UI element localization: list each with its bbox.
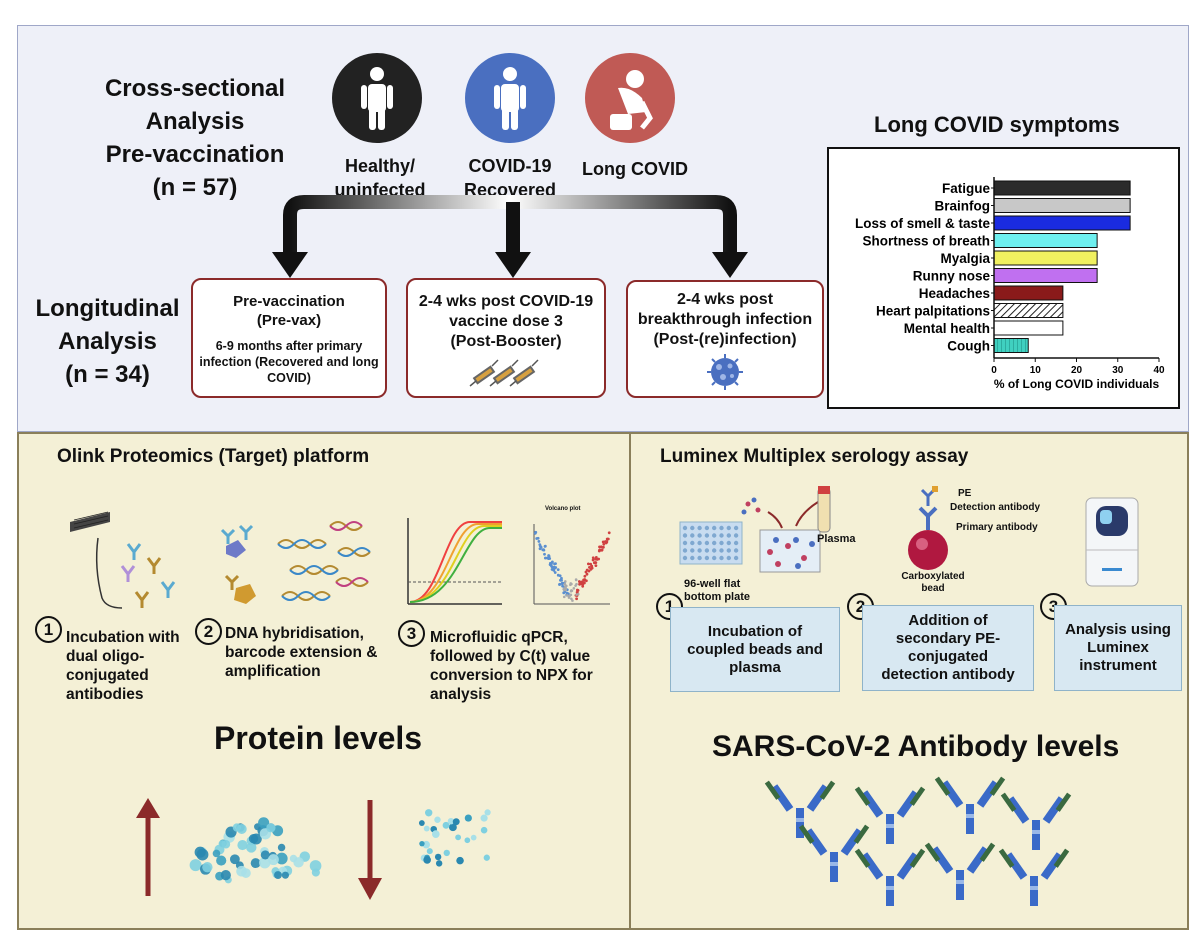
timepoint-post-reinfection: 2-4 wks post breakthrough infection (Pos… [626,280,824,398]
bar-9 [993,338,1029,353]
primary-antibody-label: Primary antibody [956,522,1038,533]
antibody-icon [854,848,926,906]
bar-6 [993,285,1064,301]
x-tick-1: 10 [1030,365,1042,376]
volcano-plot-icon [533,524,611,605]
antibody-icon [1000,792,1072,850]
timepoint-post-booster: 2-4 wks post COVID-19 vaccine dose 3 (Po… [406,278,606,398]
bead-antibody-icon [908,486,948,570]
category-label-7: Heart palpitations [876,304,990,319]
bar-1 [993,198,1131,213]
antibody-levels-title: SARS-CoV-2 Antibody levels [712,730,1120,763]
antibody-icon [934,776,1006,834]
pe-label: PE [958,488,972,499]
detection-antibody-label: Detection antibody [950,502,1041,513]
olink-panel [17,432,631,930]
antibody-icons [764,776,1072,906]
bar-2 [993,215,1131,231]
olink-step-2-text: DNA hybridisation,barcode extension & am… [225,625,378,680]
luminex-step-1-number: 1 [656,593,683,620]
olink-title: Olink Proteomics (Target) platform [57,446,370,467]
well-plate-icon [679,521,743,565]
antibody-icon [854,786,926,844]
olink-step-3-text: Microfluidic qPCR,followed by C(t) value… [430,629,593,703]
cross-sectional-label: Cross-sectional Analysis Pre-vaccination… [104,75,286,201]
bead-tube-icon [741,486,831,573]
long-covid-person-icon [585,53,675,143]
category-label-1: Brainfog [935,199,991,214]
x-tick-4: 40 [1153,365,1165,376]
plasma-label: Plasma [817,533,856,545]
bar-7 [993,303,1064,318]
syringe-icon [469,359,539,387]
luminex-title: Luminex Multiplex serology assay [660,446,969,467]
bar-8 [993,320,1064,336]
healthy-person-icon [332,53,422,143]
protein-level-graphic [136,798,491,900]
group-label-long-covid: Long COVID [582,159,688,179]
qpcr-curves-icon [407,518,502,605]
volcano-title: Volcano plot [545,506,581,512]
antibody-icon [924,842,996,900]
olink-step-2-number: 2 [195,618,222,645]
bar-4 [993,250,1098,266]
virus-icon [707,354,743,390]
down-arrow-icon [358,800,382,900]
symptoms-title: Long COVID symptoms [874,112,1120,137]
category-label-9: Cough [947,339,990,354]
recovered-person-icon [465,53,555,143]
x-tick-0: 0 [991,365,997,376]
category-label-0: Fatigue [942,181,990,196]
group-icons [332,53,675,143]
bar-0 [993,180,1131,196]
category-label-3: Shortness of breath [862,234,990,249]
antibody-icon [764,780,836,838]
low-protein-dots [418,809,491,867]
luminex-illustrations [679,486,1139,587]
category-label-5: Runny nose [913,269,991,284]
high-protein-dots [189,817,322,884]
olink-illustrations [70,511,611,609]
timepoint-pre-vax: Pre-vaccination (Pre-vax) 6-9 months aft… [191,278,387,398]
category-label-4: Myalgia [940,251,990,266]
category-label-6: Headaches [919,286,990,301]
plate-antibodies-icon [70,511,176,609]
bar-3 [993,233,1098,248]
up-arrow-icon [136,798,160,896]
flow-arrows [272,195,748,278]
luminex-instrument-icon [1085,497,1139,587]
x-axis-label: % of Long COVID individuals [994,377,1160,391]
category-label-8: Mental health [904,321,990,336]
category-label-2: Loss of smell & taste [855,216,991,231]
bar-5 [993,268,1098,283]
dna-barcode-icon [220,521,371,604]
protein-levels-title: Protein levels [214,720,423,756]
antibody-icon [998,848,1070,906]
x-tick-2: 20 [1071,365,1083,376]
olink-step-1-number: 1 [35,616,62,643]
x-tick-3: 30 [1112,365,1124,376]
longitudinal-label: Longitudinal Analysis (n = 34) [35,295,180,388]
antibody-icon [798,824,870,882]
olink-step-3-number: 3 [398,620,425,647]
